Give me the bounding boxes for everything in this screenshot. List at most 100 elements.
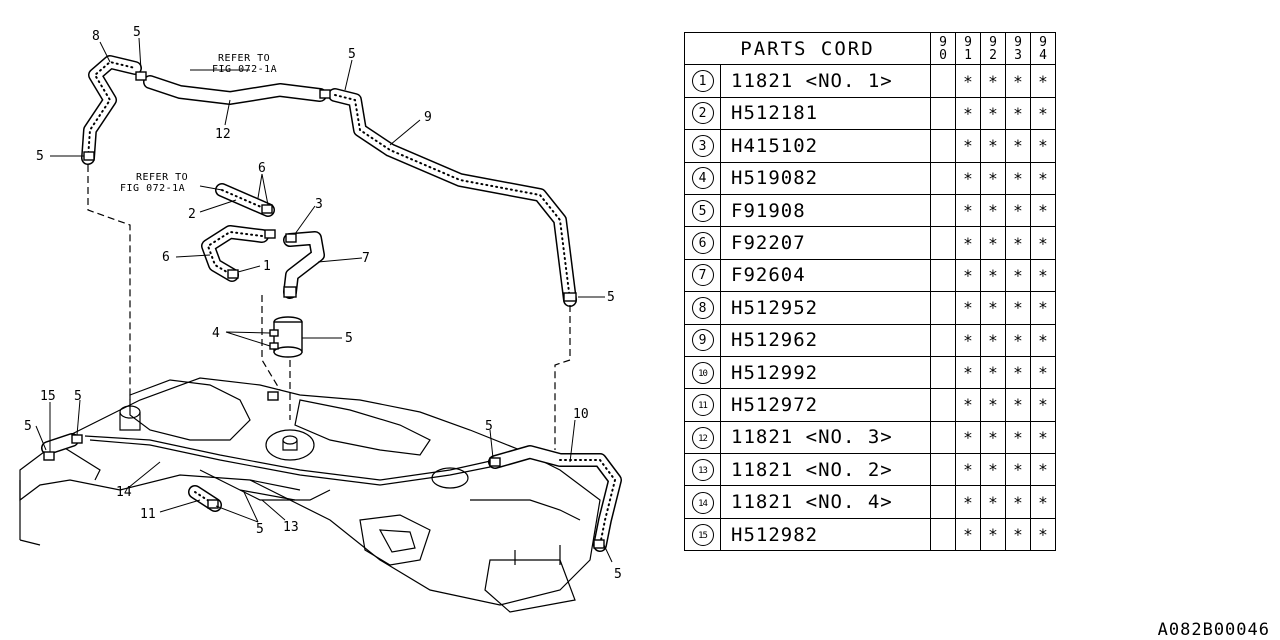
callout-numbers: 8 5 12 5 9 5 5 2 6 3 6 1 7 4 5 15 5 5 14…	[24, 25, 622, 582]
callout-8: 8	[92, 29, 100, 44]
year-mark-cell: *	[1005, 355, 1031, 390]
part-number-cell: H512992	[720, 355, 931, 390]
ref-number-circle: 6	[691, 232, 714, 255]
year-mark-cell: *	[955, 161, 981, 195]
year-mark-cell: *	[1005, 517, 1031, 552]
callout-5: 5	[348, 47, 356, 62]
year-mark-cell: *	[955, 226, 981, 260]
ref-number-cell: 1	[684, 64, 721, 98]
callout-11: 11	[140, 507, 156, 522]
callout-10: 10	[573, 407, 589, 422]
year-mark-cell	[930, 485, 956, 519]
callout-5: 5	[24, 419, 32, 434]
year-mark-cell: *	[1030, 258, 1056, 293]
year-mark-cell: *	[1030, 420, 1056, 455]
diagram-code: A082B00046	[1157, 620, 1270, 640]
part-number-cell: H415102	[720, 129, 931, 163]
year-mark-cell: *	[1005, 291, 1031, 325]
year-mark-cell: *	[1030, 291, 1056, 325]
refer-note-line: REFER TO	[218, 53, 270, 64]
ref-number-circle: 12	[691, 426, 714, 449]
year-mark-cell	[930, 323, 956, 357]
part-number-cell: 11821 <NO. 3>	[720, 420, 931, 455]
ref-number-cell: 6	[684, 226, 721, 260]
refer-note-line: FIG 072-1A	[120, 183, 185, 194]
year-mark-cell: *	[1030, 485, 1056, 519]
year-mark-cell: *	[980, 355, 1006, 390]
callout-9: 9	[424, 110, 432, 125]
year-mark-cell	[930, 517, 956, 552]
ref-number-cell: 14	[684, 485, 721, 519]
callout-5: 5	[485, 419, 493, 434]
ref-number-cell: 7	[684, 258, 721, 293]
year-mark-cell: *	[1030, 64, 1056, 98]
year-mark-cell: *	[980, 258, 1006, 293]
year-mark-cell: *	[955, 96, 981, 131]
ref-number-circle: 11	[691, 394, 714, 417]
year-mark-cell: *	[955, 420, 981, 455]
year-mark-cell: *	[1030, 129, 1056, 163]
year-mark-cell	[930, 388, 956, 422]
ref-number-cell: 12	[684, 420, 721, 455]
part-number-cell: H512181	[720, 96, 931, 131]
year-mark-cell: *	[1005, 96, 1031, 131]
hoses	[41, 55, 622, 552]
callout-4: 5	[345, 331, 353, 346]
table-title: PARTS CORD	[684, 31, 931, 66]
ref-number-cell: 5	[684, 193, 721, 228]
ref-number-circle: 1	[691, 70, 714, 93]
part-number-cell: H512962	[720, 323, 931, 357]
part-number-cell: F92604	[720, 258, 931, 293]
year-mark-cell: *	[955, 485, 981, 519]
year-mark-cell	[930, 161, 956, 195]
ref-number-cell: 4	[684, 161, 721, 195]
year-mark-cell: *	[1030, 226, 1056, 260]
part-number-cell: 11821 <NO. 1>	[720, 64, 931, 98]
year-mark-cell: *	[980, 517, 1006, 552]
part-number-cell: H512982	[720, 517, 931, 552]
year-mark-cell: *	[1030, 388, 1056, 422]
year-mark-cell: *	[980, 129, 1006, 163]
year-mark-cell	[930, 64, 956, 98]
year-mark-cell: *	[955, 355, 981, 390]
refer-note-line: FIG 072-1A	[212, 64, 277, 75]
year-mark-cell: *	[1005, 388, 1031, 422]
refer-note-line: REFER TO	[136, 172, 188, 183]
callout-5: 5	[607, 290, 615, 305]
ref-number-circle: 9	[691, 329, 714, 352]
ref-number-circle: 13	[691, 459, 714, 482]
leader-lines	[35, 37, 613, 563]
part-number-cell: H519082	[720, 161, 931, 195]
callout-1: 7	[362, 251, 370, 266]
year-mark-cell: *	[1005, 420, 1031, 455]
part-number-cell: F91908	[720, 193, 931, 228]
callout-5: 5	[614, 567, 622, 582]
ref-number-cell: 2	[684, 96, 721, 131]
year-mark-cell: *	[1005, 193, 1031, 228]
year-mark-cell: *	[955, 323, 981, 357]
year-mark-cell	[930, 258, 956, 293]
callout-15: 15	[40, 389, 56, 404]
part-number-cell: F92207	[720, 226, 931, 260]
callout-7: 4	[212, 326, 220, 341]
year-mark-cell	[930, 291, 956, 325]
year-mark-cell: *	[980, 193, 1006, 228]
callout-3: 6	[162, 250, 170, 265]
part-number-cell: H512972	[720, 388, 931, 422]
year-mark-cell	[930, 226, 956, 260]
ref-number-circle: 7	[691, 264, 714, 287]
year-mark-cell: *	[980, 226, 1006, 260]
callout-6: 1	[263, 259, 271, 274]
